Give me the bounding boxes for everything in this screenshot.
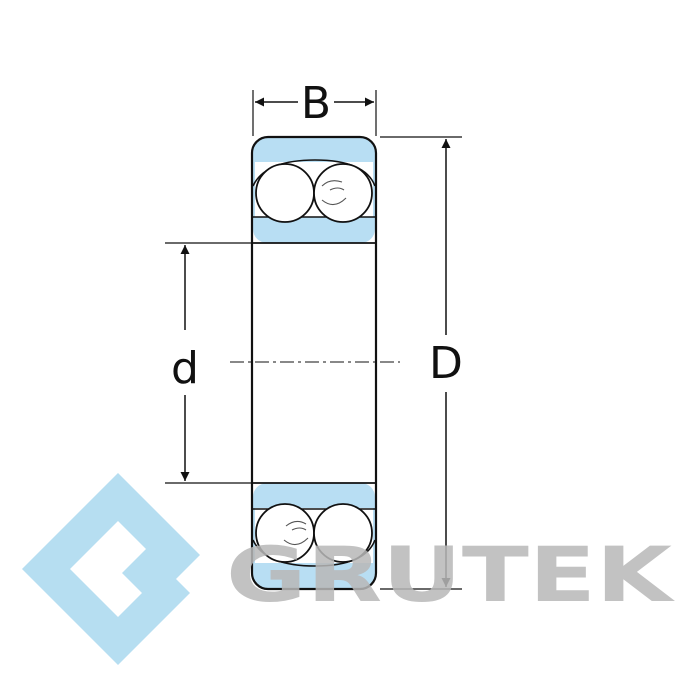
top-ball-right bbox=[313, 163, 373, 223]
dim-label-width: B bbox=[301, 78, 331, 129]
bearing-cross-section bbox=[230, 135, 400, 591]
top-cage-icon bbox=[321, 180, 347, 206]
extension-lines bbox=[165, 90, 462, 590]
bottom-cage-icon bbox=[283, 520, 309, 546]
dim-label-bore-diameter: d bbox=[171, 343, 199, 394]
bearing-outline bbox=[250, 135, 378, 591]
dim-label-outer-diameter: D bbox=[429, 338, 463, 389]
dimension-arrows bbox=[180, 97, 451, 587]
top-ball-left bbox=[255, 163, 315, 223]
bottom-ball-right bbox=[313, 503, 373, 563]
watermark-brand-text: GRUTEK bbox=[226, 530, 675, 619]
grutek-g-logo-icon bbox=[22, 473, 200, 665]
